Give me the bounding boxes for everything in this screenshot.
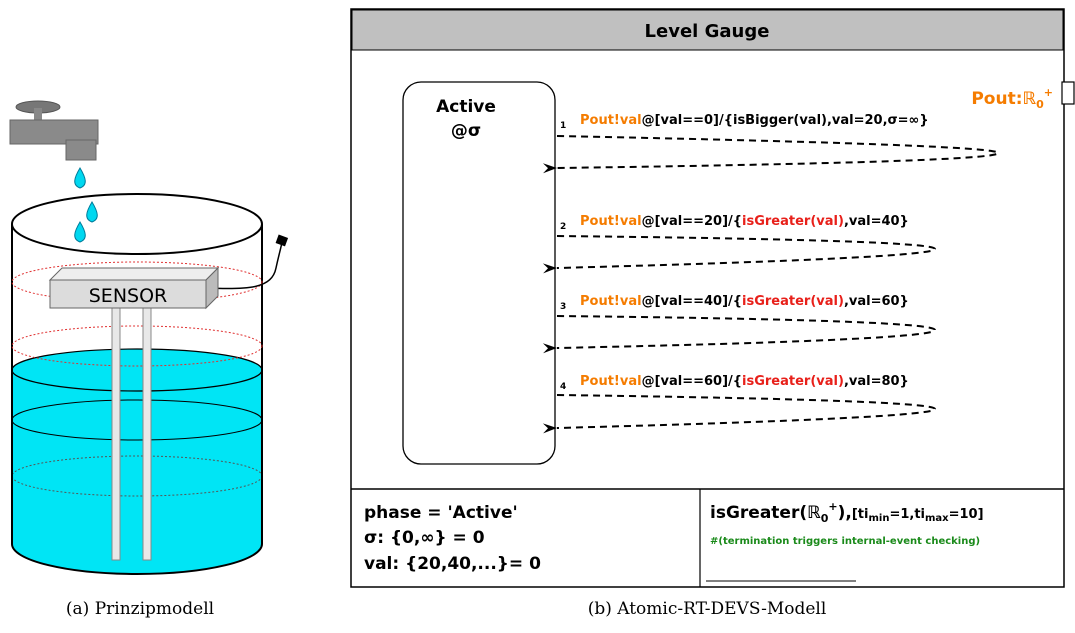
output-port (1061, 81, 1075, 105)
transition-loop-3 (542, 315, 937, 354)
principle-model: SENSOR (a) Prinzipmodell (9, 100, 289, 619)
transition-loops (542, 135, 1000, 434)
var-sigma: σ: {0,∞} = 0 (364, 528, 485, 548)
sensor-label: SENSOR (89, 285, 168, 307)
transition-loop-2 (542, 235, 937, 274)
var-phase: phase = 'Active' (364, 503, 518, 523)
function-comment: #(termination triggers internal-event ch… (710, 536, 980, 547)
model-title: Level Gauge (645, 21, 770, 42)
water-drop-icon (74, 167, 98, 243)
model-header (351, 9, 1064, 51)
caption-b: (b) Atomic-RT-DEVS-Modell (588, 599, 827, 619)
state-sigma: @σ (451, 121, 481, 141)
caption-a: (a) Prinzipmodell (66, 599, 214, 619)
water-body (11, 348, 263, 574)
tank (11, 193, 263, 575)
plug-icon (275, 234, 289, 247)
faucet-icon (9, 100, 99, 161)
port-label: Pout:ℝ0+ (971, 86, 1053, 111)
state-name: Active (436, 97, 496, 117)
sensor-box (48, 266, 220, 310)
function-declaration: isGreater(ℝ0+),[timin=1,timax=10] (710, 500, 984, 525)
transition-loop-4 (542, 394, 937, 434)
var-val: val: {20,40,...}= 0 (364, 554, 541, 574)
sensor-cable (206, 241, 283, 290)
